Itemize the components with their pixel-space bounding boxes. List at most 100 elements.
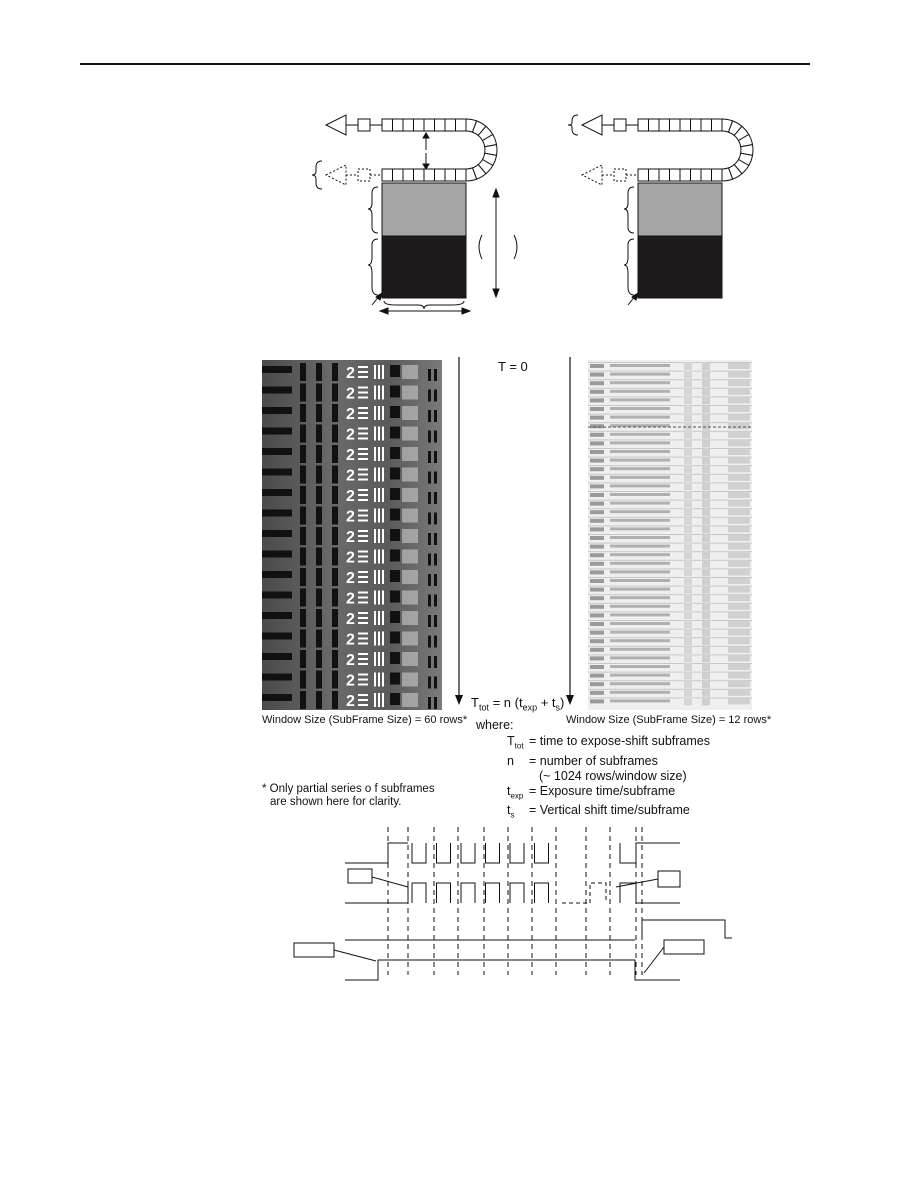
pattern-bar (428, 451, 431, 463)
pattern-bar (728, 388, 750, 395)
pattern-bar (702, 473, 710, 482)
pattern-bar (728, 483, 750, 490)
pattern-bar (588, 379, 752, 381)
pattern-bar (588, 413, 752, 415)
pattern-bar (728, 621, 750, 627)
pattern-bar (378, 693, 380, 707)
register-cell (648, 168, 660, 182)
pattern-bar (358, 499, 368, 501)
pattern-bar (262, 509, 292, 517)
pattern-bar (316, 383, 322, 402)
pattern-bar (590, 656, 604, 661)
pattern-bar (332, 363, 338, 381)
pattern-bar (390, 693, 400, 705)
pattern-bar (702, 620, 710, 628)
pattern-bar (358, 371, 368, 373)
pattern-bar (374, 488, 376, 502)
pattern-bar (316, 629, 322, 648)
pattern-bar (390, 549, 400, 562)
pattern-bar (588, 671, 752, 673)
pattern-bar (590, 493, 604, 497)
pattern-bar (610, 622, 670, 625)
pattern-bar (262, 694, 292, 701)
pattern-bar (702, 671, 710, 680)
register-cell (700, 118, 712, 132)
pattern-bar (610, 561, 670, 565)
pattern-bar (434, 430, 437, 443)
pattern-bar (358, 637, 368, 640)
pattern-bar (358, 540, 368, 542)
pattern-bar (300, 383, 306, 402)
pattern-bar (358, 453, 368, 455)
pattern-bar (590, 682, 604, 687)
pattern-bar (382, 426, 384, 441)
pattern-bar (610, 527, 670, 531)
pattern-bar (332, 609, 338, 627)
pattern-bar (390, 488, 400, 500)
pattern-bar (728, 466, 750, 473)
pattern-bar (590, 561, 604, 566)
pattern-bar (434, 656, 437, 668)
pattern-bar (378, 549, 380, 564)
pattern-digit: 2 (346, 591, 355, 608)
pattern-bar (402, 467, 418, 482)
pattern-bar (316, 506, 322, 525)
pattern-bar (728, 397, 750, 404)
pattern-bar (610, 587, 670, 591)
timing-diagram (293, 827, 732, 981)
left-window-label: Window Size (SubFrame Size) = 60 rows* (262, 714, 468, 726)
pattern-bar (728, 457, 750, 464)
pattern-bar (402, 529, 418, 543)
pattern-digit: 2 (346, 632, 355, 649)
pattern-bar (332, 383, 338, 402)
output-amp-right-icon (580, 114, 603, 136)
register-cell (413, 118, 425, 132)
pattern-bar (684, 568, 692, 577)
pattern-bar (684, 559, 692, 568)
pattern-bar (588, 637, 752, 639)
pattern-bar (262, 673, 292, 681)
pattern-bar (590, 596, 604, 601)
pattern-bar (402, 385, 418, 400)
pattern-bar (728, 655, 750, 662)
pattern-bar (588, 680, 752, 682)
pattern-bar (728, 543, 750, 550)
pattern-bar (702, 525, 710, 534)
pattern-bar (588, 362, 752, 363)
register-cell (434, 168, 446, 182)
register-cell (637, 168, 649, 182)
pattern-bar (590, 570, 604, 575)
pattern-digit: 2 (346, 386, 355, 403)
pattern-bar (610, 630, 670, 634)
pattern-bar (434, 389, 437, 402)
pattern-bar (588, 456, 752, 458)
pattern-bar (382, 365, 384, 379)
pattern-bar (374, 611, 376, 625)
pattern-bar (390, 426, 400, 439)
pattern-bar (610, 690, 670, 694)
pattern-bar (374, 570, 376, 584)
def-row: ts= Vertical shift time/subframe (507, 803, 690, 820)
register-cell (423, 168, 435, 182)
pattern-bar (316, 527, 322, 545)
pattern-bar (390, 611, 400, 623)
pattern-bar (728, 509, 750, 516)
pattern-bar (358, 576, 368, 578)
register-cell (444, 118, 456, 132)
pattern-bar (358, 535, 368, 537)
pattern-bar (588, 387, 752, 389)
pattern-bar (374, 631, 376, 646)
pattern-bar (358, 494, 368, 496)
pattern-bar (610, 432, 670, 436)
pattern-bar (316, 363, 322, 381)
pattern-bar (702, 362, 710, 370)
pattern-bar (684, 482, 692, 491)
pattern-bar (428, 533, 431, 545)
pattern-digit: 2 (346, 406, 355, 423)
clock-pulse (485, 843, 500, 864)
pattern-bar (702, 396, 710, 405)
pattern-bar (402, 426, 418, 441)
register-cell (690, 118, 702, 132)
pattern-bar (316, 609, 322, 627)
pattern-bar (588, 508, 752, 510)
